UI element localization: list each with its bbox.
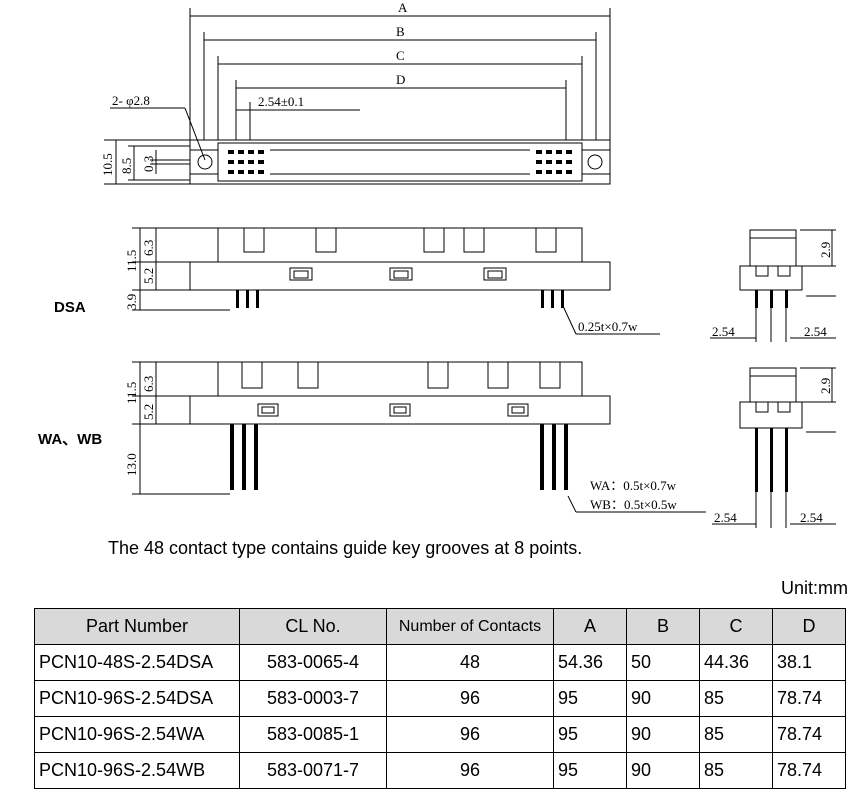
table-row: PCN10-48S-2.54DSA 583-0065-4 48 54.36 50… [34, 644, 846, 681]
dim-d-label: D [396, 72, 405, 87]
dsa-h3-label: 5.2 [141, 268, 156, 284]
top-h1-label: 10.5 [100, 153, 115, 176]
cell-c: 85 [699, 716, 773, 753]
dsa-h2-label: 6.3 [141, 240, 156, 256]
table-row: PCN10-96S-2.54WB 583-0071-7 96 95 90 85 … [34, 752, 846, 789]
cell-d: 78.74 [772, 716, 846, 753]
table-row: PCN10-96S-2.54DSA 583-0003-7 96 95 90 85… [34, 680, 846, 717]
wawb-h1-label: 11.5 [124, 382, 139, 404]
cell-b: 90 [626, 752, 700, 789]
cell-part-number: PCN10-96S-2.54WB [34, 752, 240, 789]
cell-b: 90 [626, 680, 700, 717]
cell-b: 90 [626, 716, 700, 753]
hole-dim-label: 2- φ2.8 [112, 93, 150, 108]
side-dsa-h-label: 2.9 [818, 242, 833, 258]
cell-c: 85 [699, 680, 773, 717]
cell-contacts: 48 [386, 644, 554, 681]
header-part-number: Part Number [34, 608, 240, 645]
cell-d: 78.74 [772, 752, 846, 789]
cell-contacts: 96 [386, 680, 554, 717]
wawb-h2-label: 6.3 [141, 376, 156, 392]
side-wawb-right-label: 2.54 [800, 510, 823, 525]
top-h2-label: 8.5 [119, 158, 134, 174]
dsa-h1-label: 11.5 [124, 250, 139, 272]
connector-drawing: A B C D 2- φ2.8 2.54±0.1 10.5 8.5 0.3 DS… [38, 0, 836, 528]
table-header-row: Part Number CL No. Number of Contacts A … [34, 608, 846, 645]
dsa-label: DSA [54, 299, 86, 316]
dim-b-label: B [396, 24, 405, 39]
cell-a: 54.36 [553, 644, 627, 681]
cell-part-number: PCN10-48S-2.54DSA [34, 644, 240, 681]
cell-part-number: PCN10-96S-2.54DSA [34, 680, 240, 717]
wa-pin-note: WA：0.5t×0.7w [590, 478, 677, 493]
cell-a: 95 [553, 716, 627, 753]
header-b: B [626, 608, 700, 645]
wawb-h4-label: 13.0 [124, 453, 139, 476]
cell-part-number: PCN10-96S-2.54WA [34, 716, 240, 753]
guide-key-note: The 48 contact type contains guide key g… [108, 538, 583, 558]
side-dsa-left-label: 2.54 [712, 324, 735, 339]
header-contacts: Number of Contacts [386, 608, 554, 645]
cell-d: 38.1 [772, 644, 846, 681]
cell-cl-no: 583-0085-1 [239, 716, 387, 753]
cell-cl-no: 583-0065-4 [239, 644, 387, 681]
dsa-pin-note: 0.25t×0.7w [578, 319, 638, 334]
cell-c: 44.36 [699, 644, 773, 681]
dsa-h4-label: 3.9 [124, 294, 139, 310]
header-a: A [553, 608, 627, 645]
cell-a: 95 [553, 752, 627, 789]
wawb-label: WA、WB [38, 431, 102, 448]
wb-pin-note: WB：0.5t×0.5w [590, 497, 677, 512]
header-c: C [699, 608, 773, 645]
cell-a: 95 [553, 680, 627, 717]
table-row: PCN10-96S-2.54WA 583-0085-1 96 95 90 85 … [34, 716, 846, 753]
pitch-dim-label: 2.54±0.1 [258, 94, 304, 109]
cell-c: 85 [699, 752, 773, 789]
top-h3-label: 0.3 [141, 156, 156, 172]
unit-label: Unit:mm [781, 578, 848, 598]
side-dsa-right-label: 2.54 [804, 324, 827, 339]
dim-a-label: A [398, 0, 408, 15]
dim-c-label: C [396, 48, 405, 63]
cell-cl-no: 583-0003-7 [239, 680, 387, 717]
cell-cl-no: 583-0071-7 [239, 752, 387, 789]
cell-contacts: 96 [386, 752, 554, 789]
cell-b: 50 [626, 644, 700, 681]
side-wawb-left-label: 2.54 [714, 510, 737, 525]
header-d: D [772, 608, 846, 645]
spec-table: Part Number CL No. Number of Contacts A … [34, 608, 846, 789]
cell-contacts: 96 [386, 716, 554, 753]
cell-d: 78.74 [772, 680, 846, 717]
header-cl-no: CL No. [239, 608, 387, 645]
wawb-h3-label: 5.2 [141, 404, 156, 420]
side-wawb-h-label: 2.9 [818, 378, 833, 394]
